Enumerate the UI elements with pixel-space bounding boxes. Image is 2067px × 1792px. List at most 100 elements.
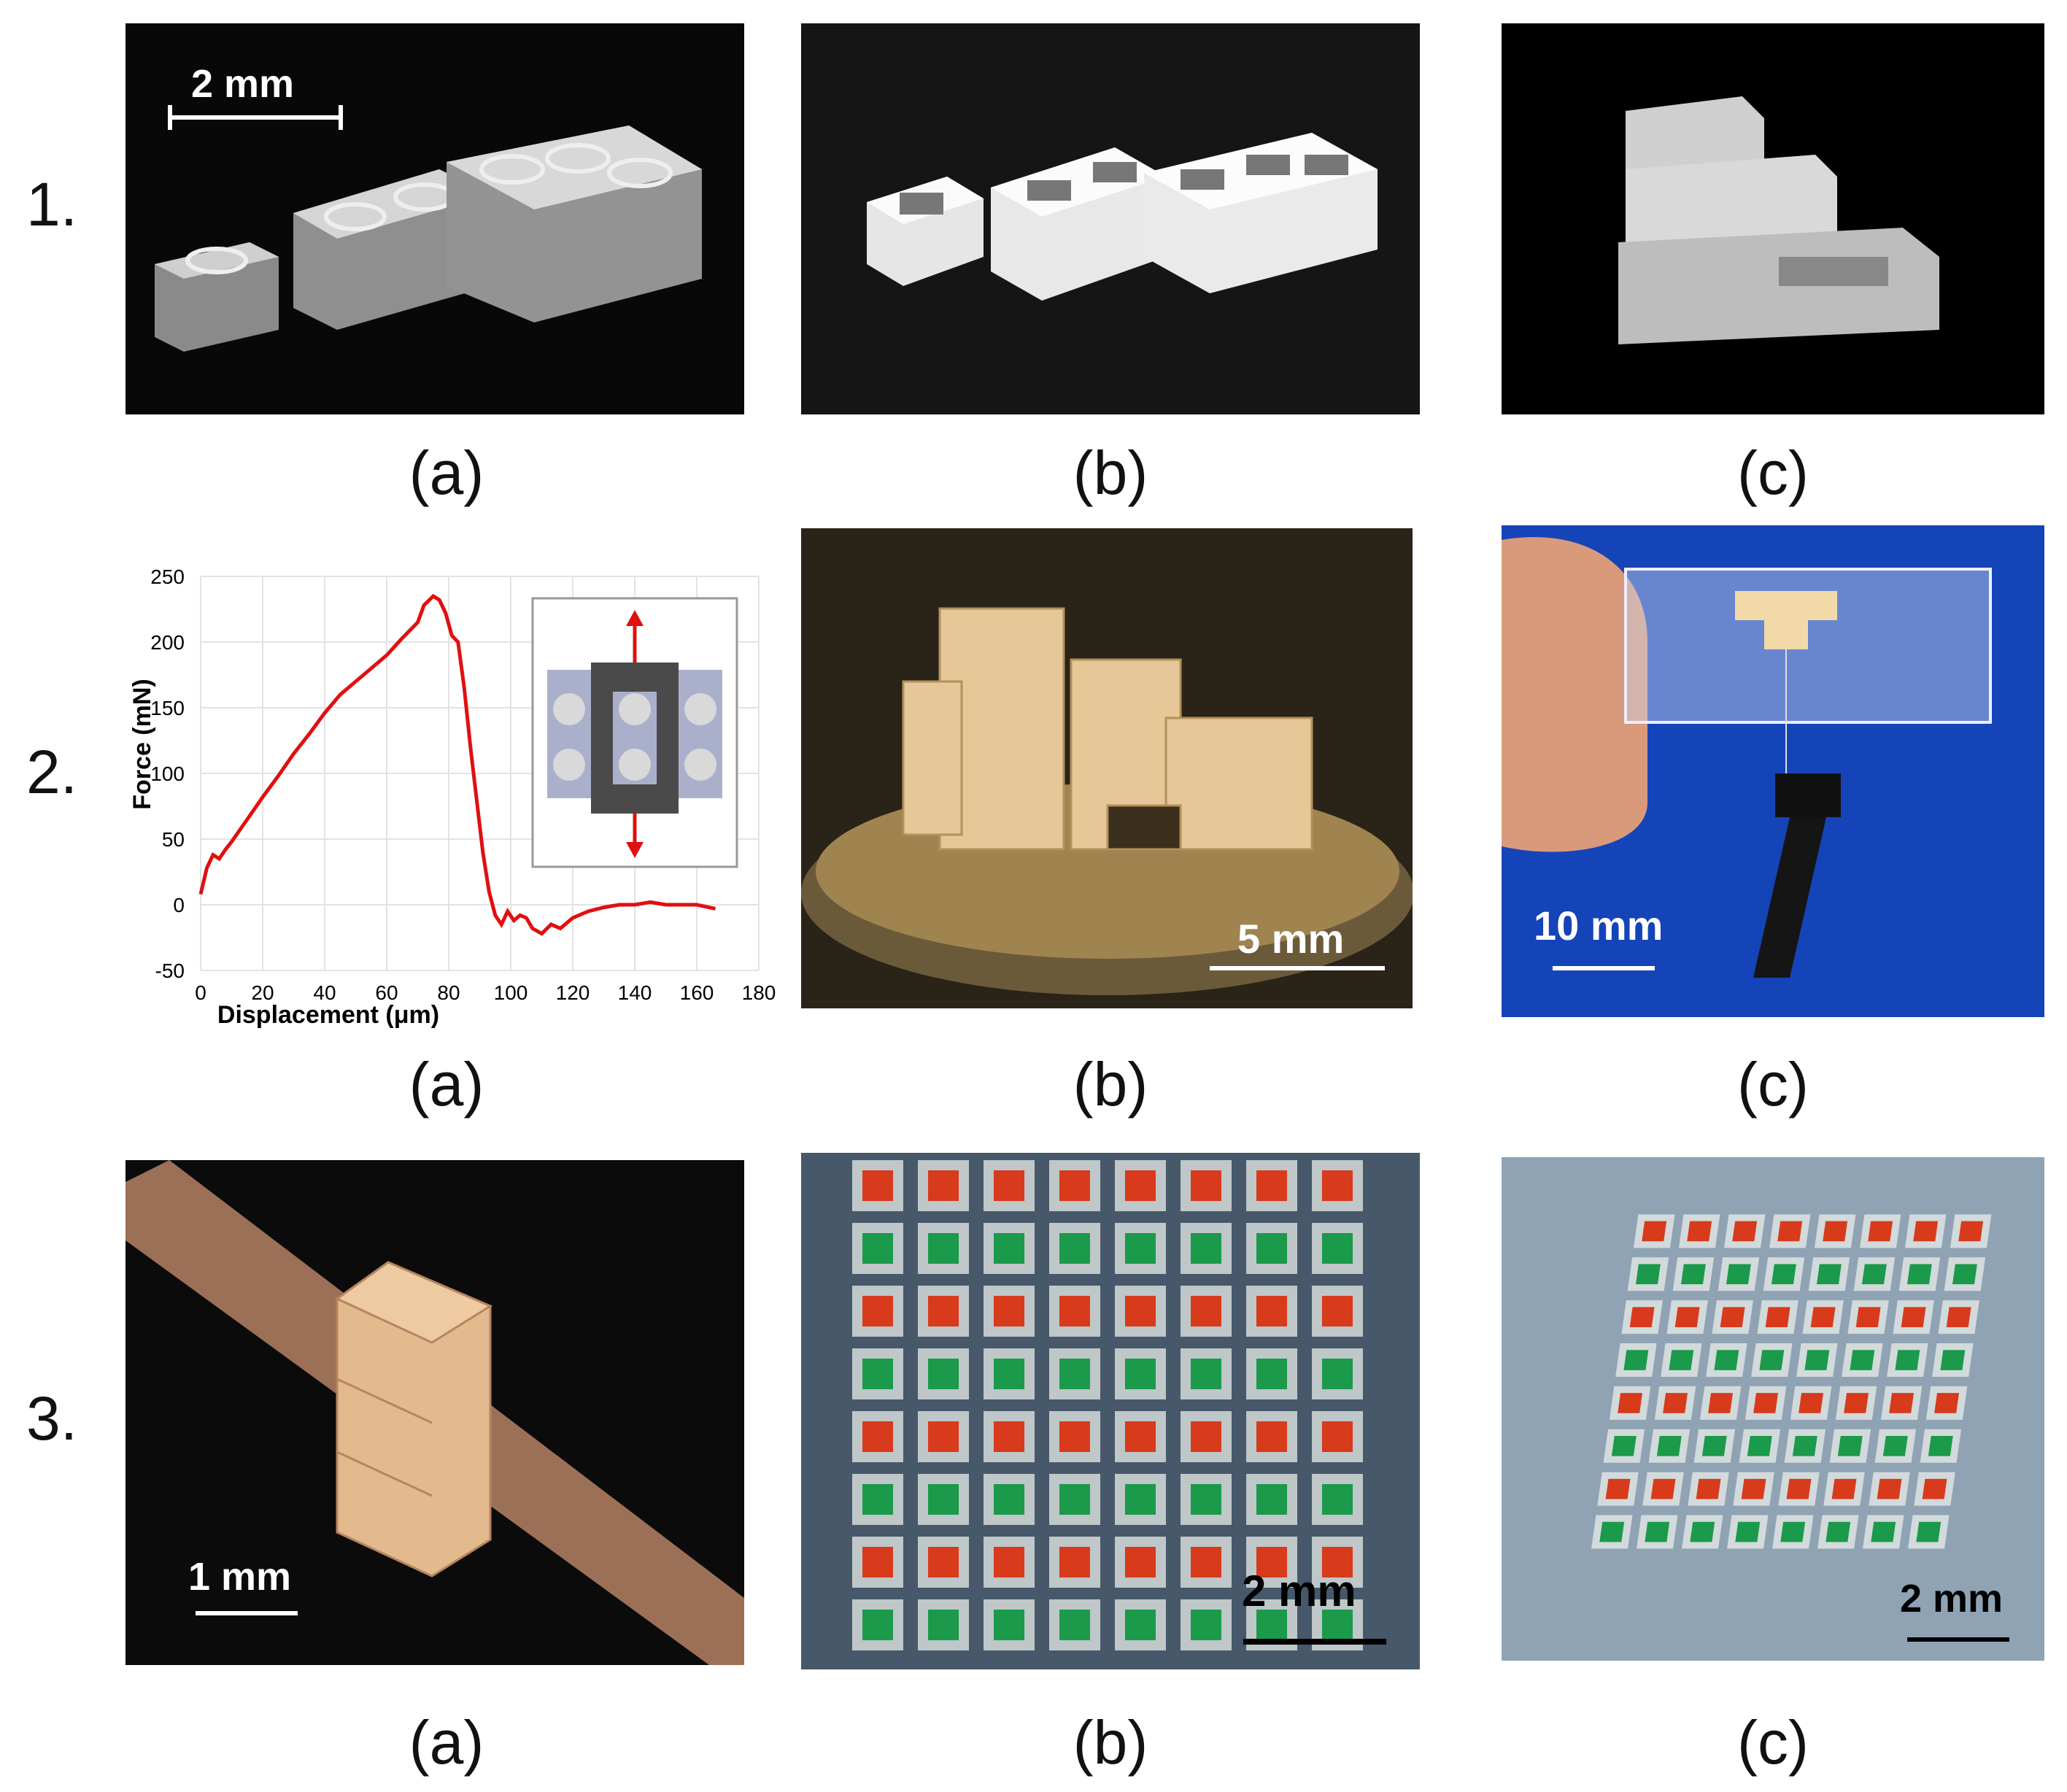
caption-2b: (b) <box>1073 1050 1148 1119</box>
caption-1b: (b) <box>1073 439 1148 507</box>
brick-cell <box>1591 1515 1633 1549</box>
brick-cell <box>1654 1386 1696 1420</box>
brick-cell <box>1950 1214 1992 1248</box>
brick-cell <box>984 1599 1035 1650</box>
brick-cell <box>1609 1386 1651 1420</box>
brick-cell <box>1597 1472 1639 1506</box>
brick-cell <box>1898 1257 1941 1291</box>
brick-cell <box>1115 1474 1166 1525</box>
brick-cell <box>1633 1214 1675 1248</box>
scale-bar-2c-label: 10 mm <box>1534 903 1664 949</box>
brick-cell <box>1115 1537 1166 1588</box>
brick-1x1 <box>155 242 279 352</box>
brick-cell <box>1859 1214 1901 1248</box>
brick-assembly-top <box>1735 591 1837 620</box>
brick-cell <box>1049 1348 1100 1399</box>
scale-bar-3b-label: 2 mm <box>1242 1567 1356 1615</box>
brick-cell <box>1772 1515 1814 1549</box>
brick-cell <box>1853 1257 1896 1291</box>
brick-cell <box>1246 1411 1297 1462</box>
brick-1x1 <box>867 177 984 286</box>
chart-series-line <box>198 593 716 936</box>
brick-cell <box>1181 1223 1232 1274</box>
brick-cell <box>1312 1160 1363 1211</box>
x-tick-label: 20 <box>251 981 274 1004</box>
brick-cell <box>1678 1214 1720 1248</box>
x-tick-label: 0 <box>195 981 206 1004</box>
brick-cell <box>1115 1411 1166 1462</box>
brick-cell <box>918 1160 969 1211</box>
panel-1a-bricks-photo: 2 mm <box>125 23 744 414</box>
tilted-grid-group <box>1591 1214 1992 1549</box>
brick-cell <box>1637 1515 1678 1549</box>
brick-cell <box>1312 1474 1363 1525</box>
y-tick-label: -50 <box>155 959 185 982</box>
brick-cell <box>1932 1343 1974 1378</box>
brick-cell <box>984 1223 1035 1274</box>
x-tick-label: 140 <box>618 981 652 1004</box>
brick-assembly-stem <box>1764 620 1808 649</box>
y-tick-label: 50 <box>162 828 185 851</box>
brick-cell <box>1049 1474 1100 1525</box>
chart-grid <box>200 576 760 971</box>
brick-cell <box>1312 1348 1363 1399</box>
x-tick-label: 100 <box>494 981 528 1004</box>
brick-cell <box>1648 1429 1691 1463</box>
brick-1x3 <box>447 125 702 323</box>
x-tick-label: 180 <box>742 981 776 1004</box>
brick-cell <box>1682 1515 1723 1549</box>
brick-cell <box>1723 1214 1766 1248</box>
brick-cell <box>1706 1343 1747 1378</box>
scale-bar-1a-cap-right <box>339 105 343 130</box>
brick-cell <box>1808 1257 1850 1291</box>
brick-cell <box>1312 1286 1363 1337</box>
brick-castle <box>902 607 1313 851</box>
brick-cell <box>1745 1386 1787 1420</box>
brick-cell <box>984 1411 1035 1462</box>
y-tick-label: 200 <box>150 631 185 654</box>
brick-cell <box>852 1599 903 1650</box>
row-label-2: 2. <box>26 738 78 806</box>
caption-2c: (c) <box>1737 1050 1809 1119</box>
panel-2c-load-test-photo: 10 mm <box>1502 525 2044 1017</box>
brick-cell <box>1115 1599 1166 1650</box>
brick-cell <box>1842 1343 1883 1378</box>
brick-cell <box>1880 1386 1923 1420</box>
brick-cell <box>1693 1429 1736 1463</box>
brick-cell <box>1246 1537 1297 1588</box>
brick-cell <box>1115 1348 1166 1399</box>
panel-3b-display-grid-photo: 2 mm <box>801 1153 1420 1669</box>
brick-cell <box>1938 1300 1979 1335</box>
brick-cell <box>1790 1386 1832 1420</box>
brick-cell <box>1863 1515 1904 1549</box>
caption-2a: (a) <box>409 1050 484 1119</box>
brick-cell <box>918 1411 969 1462</box>
scale-bar-3a <box>196 1611 298 1615</box>
brick-cell <box>852 1348 903 1399</box>
brick-cell <box>1603 1429 1645 1463</box>
brick-cell <box>1904 1214 1947 1248</box>
brick-cell <box>1049 1537 1100 1588</box>
panel-2b-castle-photo: 5 mm <box>801 528 1413 1008</box>
brick-cell <box>1181 1411 1232 1462</box>
panel-3c-display-grid-photo: 2 mm <box>1502 1157 2044 1661</box>
brick-cell <box>1115 1286 1166 1337</box>
brick-cell <box>1312 1223 1363 1274</box>
brick-cell <box>1049 1160 1100 1211</box>
scale-bar-1a-cap-left <box>168 105 172 130</box>
fingers <box>1502 537 1647 852</box>
brick-cell <box>1869 1472 1910 1506</box>
tilted-red-green-brick-grid <box>1502 1157 2044 1661</box>
y-tick-label: 0 <box>173 894 185 916</box>
caption-3c: (c) <box>1737 1708 1809 1777</box>
brick-cell <box>1874 1429 1917 1463</box>
stacked-bricks <box>1618 96 1939 344</box>
x-tick-label: 40 <box>313 981 336 1004</box>
x-tick-label: 60 <box>375 981 398 1004</box>
brick-cell <box>984 1474 1035 1525</box>
brick-cell <box>1181 1474 1232 1525</box>
brick-cell <box>1920 1429 1962 1463</box>
red-green-brick-grid <box>801 1153 1420 1669</box>
x-tick-label: 160 <box>680 981 714 1004</box>
brick-cell <box>1181 1286 1232 1337</box>
